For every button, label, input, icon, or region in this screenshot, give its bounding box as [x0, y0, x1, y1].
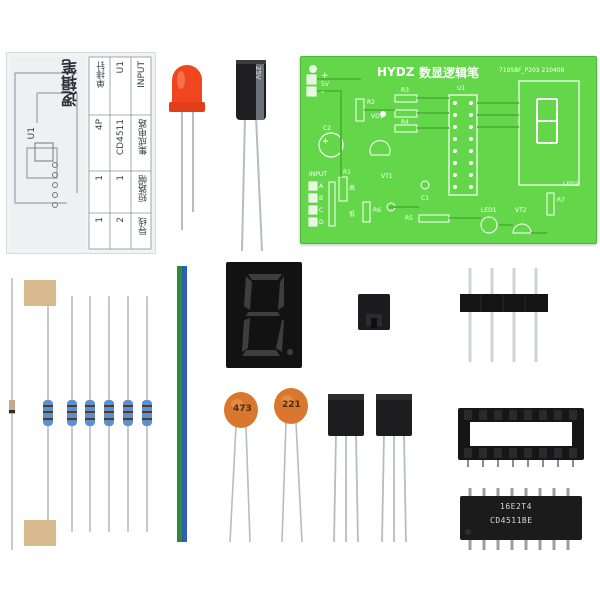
pcb-low-label: 低 — [349, 211, 356, 218]
ceramic-cap-1-label: 473 — [233, 404, 252, 414]
sheet-cell-cd4511: CD4511 — [116, 119, 126, 156]
pcb-ref-r7: R7 — [557, 197, 565, 204]
sheet-cell-jumper: 短路帽 — [139, 175, 149, 202]
sheet-title: 逻辑笔 — [61, 59, 80, 107]
pcb-ref-led2: LED2 — [563, 181, 579, 188]
pcb-brand: HYDZ — [377, 65, 415, 79]
pcb-power-plus: + — [321, 71, 329, 81]
sheet-header-u1: U1 — [116, 61, 126, 74]
pcb-ref-r5: R5 — [405, 215, 413, 222]
pcb-pin-a: A — [319, 183, 324, 190]
sheet-header-input: INPUT — [137, 61, 147, 88]
pcb-ref-c1: C1 — [421, 195, 430, 202]
electrolytic-capacitor-icon — [236, 60, 266, 252]
ic-chip-icon — [460, 488, 582, 550]
jumper-cap-icon — [358, 294, 390, 330]
pin-header-icon — [460, 268, 548, 362]
pcb-ref-vt2: VT2 — [515, 207, 527, 214]
resistor-group — [9, 278, 152, 550]
chip-marking-1: 16E2T4 — [500, 502, 532, 511]
pcb-ref-r1: R1 — [343, 169, 351, 176]
led-icon — [169, 65, 205, 230]
pcb-title: 数显逻辑笔 — [419, 66, 480, 80]
pcb-pin-b: B — [319, 195, 324, 202]
pcb-ref-r3: R3 — [401, 87, 409, 94]
sheet-header-pinheader: 单排针 — [97, 61, 107, 88]
wire-icon — [177, 266, 187, 542]
pcb-ref-vd1: VD1 — [371, 113, 384, 120]
pcb-ref-led1: LED1 — [481, 207, 497, 214]
pcb-power-minus: - — [321, 87, 325, 97]
ceramic-capacitor-icon — [224, 388, 308, 543]
pcb-model: 71958F_P203 210408 — [499, 67, 565, 74]
sheet-chip-label: U1 — [27, 127, 37, 140]
seven-segment-display-icon — [226, 262, 302, 368]
sheet-cell-ic: 集成电路 — [139, 119, 149, 155]
pcb-ref-c2: C2 — [323, 125, 332, 132]
pcb-high-label: 高 — [349, 185, 356, 192]
diode-icon — [9, 278, 15, 550]
pcb-ref-r6: R6 — [373, 207, 381, 214]
sheet-cell-wire: 导线 — [139, 217, 149, 235]
pcb-power-label: 5V — [321, 81, 329, 88]
component-sheet: 逻辑笔 U1 INPUT U1 单排针 集成电路 CD4511 4P 短路帽 1… — [6, 52, 156, 254]
pcb-ref-r2: R2 — [367, 99, 375, 106]
sheet-cell-qty3: 2 — [116, 217, 126, 223]
pcb-pin-d: D — [319, 219, 324, 226]
pcb-pin-c: C — [319, 207, 324, 214]
electrolytic-voltage-label: 25V — [254, 66, 262, 80]
sheet-cell-4p: 4P — [95, 119, 105, 131]
pcb-board: HYDZ 数显逻辑笔 71958F_P203 210408 + - 5V INP… — [300, 56, 597, 244]
pcb-silkscreen — [306, 65, 580, 234]
transistor-icon — [328, 394, 412, 543]
chip-marking-2: CD4511BE — [490, 516, 533, 525]
ceramic-cap-2-label: 221 — [282, 400, 301, 410]
resistor-icon — [43, 400, 152, 426]
sheet-cell-qty4: 1 — [95, 217, 105, 223]
pcb-input-label: INPUT — [309, 171, 327, 178]
sheet-cell-qty1: 1 — [116, 175, 126, 181]
pcb-ref-vt1: VT1 — [381, 173, 393, 180]
pcb-ref-u1: U1 — [457, 85, 466, 92]
sheet-cell-qty2: 1 — [95, 175, 105, 181]
sheet-schematic-lines — [11, 56, 152, 250]
pcb-ref-r4: R4 — [401, 119, 409, 126]
ic-socket-icon — [458, 408, 584, 467]
